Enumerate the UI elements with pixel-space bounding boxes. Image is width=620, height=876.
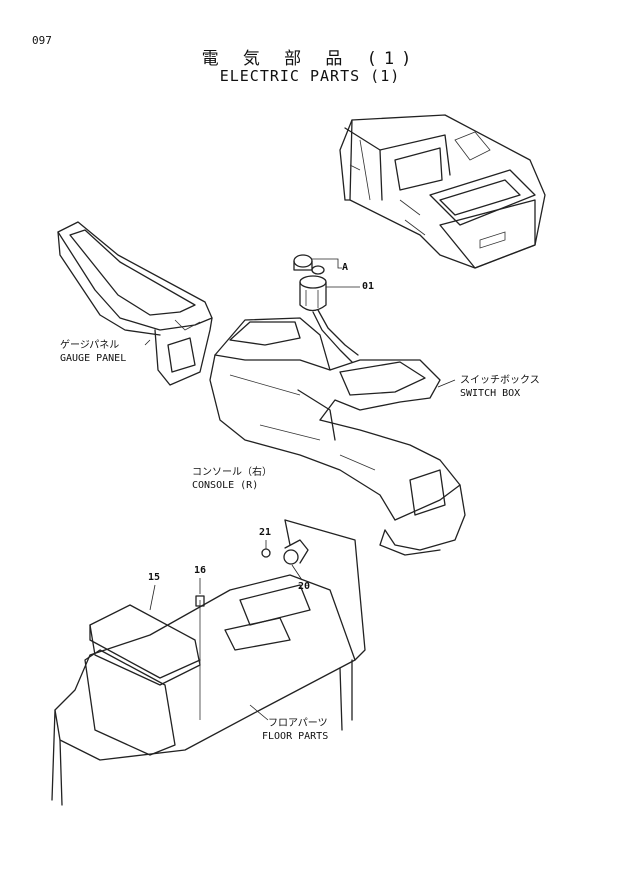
callout-a: A [342,262,349,273]
page-title-japanese: 電 気 部 品 (1) [201,49,419,69]
leader-lines [144,258,456,721]
page-title: ELECTRIC PARTS (1) [219,67,401,85]
gauge-panel-illustration [57,221,213,386]
excavator-illustration [339,114,546,269]
floor-parts-illustration [51,519,366,806]
floor-parts-label-jp: フロアパーツ [268,718,328,729]
callout-15: 15 [148,572,161,583]
console-illustration [209,317,466,556]
gauge-panel-label-jp: ゲージパネル [60,340,120,351]
switch-box-label-jp: スイッチボックス [460,375,540,386]
callout-01: 01 [362,281,375,292]
gauge-panel-label: GAUGE PANEL [60,353,127,364]
switch-box-label: SWITCH BOX [460,388,521,399]
page-number: 097 [32,34,52,47]
callout-20: 20 [298,581,311,592]
key-switch-illustration [293,254,359,363]
console-label-jp: コンソール（右） [192,467,272,478]
console-label: CONSOLE (R) [192,480,259,491]
floor-parts-label: FLOOR PARTS [262,731,329,742]
callout-16: 16 [194,565,207,576]
callout-21: 21 [259,527,272,538]
